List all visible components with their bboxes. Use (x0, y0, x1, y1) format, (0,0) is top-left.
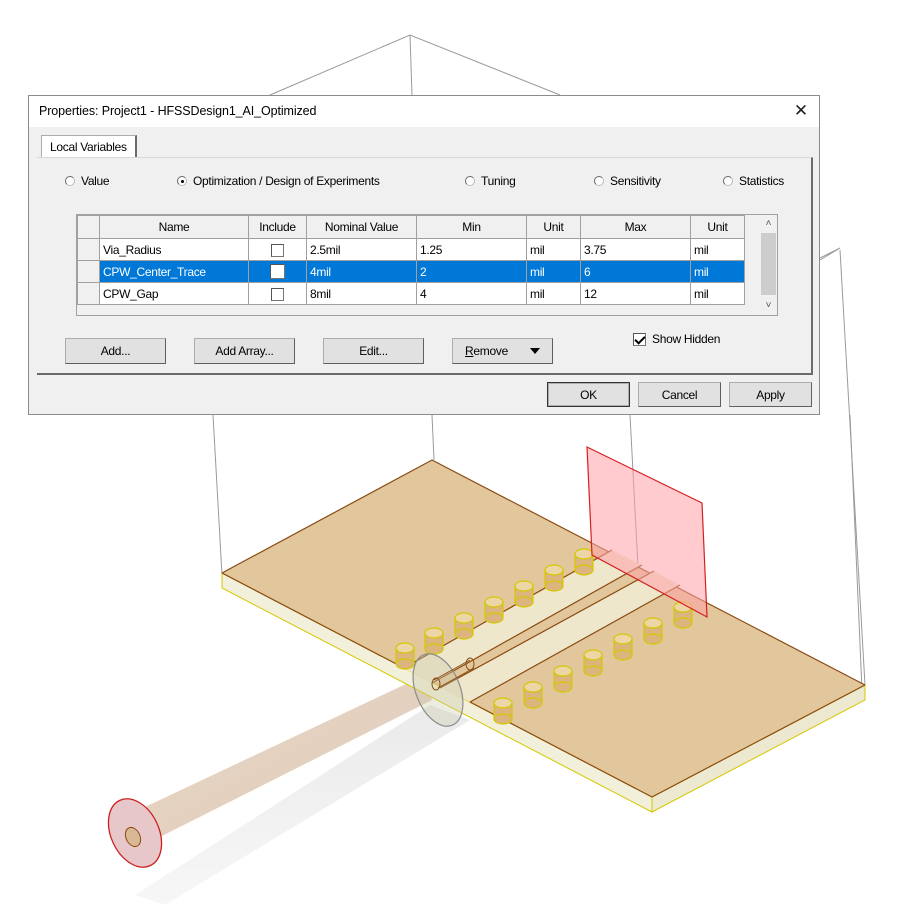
close-icon[interactable]: ✕ (793, 101, 809, 120)
row-header[interactable] (77, 260, 100, 283)
cell-include[interactable] (248, 238, 307, 261)
add-array-button[interactable]: Add Array... (194, 338, 295, 364)
cell-min-unit[interactable]: mil (526, 238, 581, 261)
tab-panel (37, 157, 813, 375)
column-header-min-unit[interactable]: Unit (526, 215, 581, 239)
dropdown-arrow-icon (529, 348, 540, 354)
remove-label: Remove (465, 344, 508, 358)
cell-include[interactable] (248, 282, 307, 305)
column-header-min[interactable]: Min (416, 215, 527, 239)
cell-max[interactable]: 12 (580, 282, 691, 305)
cell-min[interactable]: 1.25 (416, 238, 527, 261)
table-row[interactable]: Via_Radius 2.5mil 1.25 mil 3.75 mil (77, 238, 745, 261)
include-checkbox[interactable] (271, 287, 284, 301)
add-button[interactable]: Add... (65, 338, 166, 364)
cell-max-unit[interactable]: mil (690, 260, 745, 283)
radio-icon (465, 176, 475, 186)
column-header-name[interactable]: Name (99, 215, 249, 239)
scroll-up-icon[interactable]: ˄ (765, 218, 772, 229)
table-row[interactable]: CPW_Gap 8mil 4 mil 12 mil (77, 282, 745, 305)
include-checkbox[interactable] (271, 243, 284, 257)
column-header-include[interactable]: Include (248, 215, 307, 239)
tab-local-variables[interactable]: Local Variables (41, 135, 137, 157)
radio-label: Statistics (739, 174, 785, 188)
radio-icon (594, 176, 604, 186)
checkbox-checked-icon[interactable] (633, 332, 646, 346)
cell-min-unit[interactable]: mil (526, 282, 581, 305)
remove-dropdown-button[interactable]: Remove (452, 338, 553, 364)
cell-include[interactable] (248, 260, 307, 283)
cell-min-unit[interactable]: mil (526, 260, 581, 283)
apply-button[interactable]: Apply (729, 382, 812, 407)
row-header[interactable] (77, 282, 100, 305)
include-checkbox[interactable] (270, 264, 285, 280)
cell-max-unit[interactable]: mil (690, 238, 745, 261)
coax-launch (412, 653, 475, 727)
via-fence (395, 548, 693, 725)
cell-nominal[interactable]: 2.5mil (306, 238, 417, 261)
radio-sensitivity[interactable]: Sensitivity (594, 174, 661, 188)
column-header-max[interactable]: Max (580, 215, 691, 239)
radio-icon (65, 176, 75, 186)
radio-label: Sensitivity (610, 174, 661, 188)
radio-tuning[interactable]: Tuning (465, 174, 516, 188)
cell-min[interactable]: 2 (416, 260, 527, 283)
cell-name[interactable]: Via_Radius (99, 238, 249, 261)
scrollbar-thumb[interactable] (761, 233, 776, 295)
radio-statistics[interactable]: Statistics (723, 174, 784, 188)
properties-dialog: Properties: Project1 - HFSSDesign1_AI_Op… (28, 95, 820, 415)
cell-max[interactable]: 6 (580, 260, 691, 283)
cell-max[interactable]: 3.75 (580, 238, 691, 261)
table-row-selected[interactable]: CPW_Center_Trace 4mil 2 mil 6 mil (77, 260, 745, 283)
variables-table: Name Include Nominal Value Min Unit Max … (77, 215, 745, 305)
radio-value[interactable]: Value (65, 174, 110, 188)
coax-feed (107, 675, 470, 905)
radio-icon (723, 176, 733, 186)
radio-label: Value (81, 174, 110, 188)
wave-port (586, 446, 708, 619)
substrate (221, 459, 866, 813)
radio-label: Tuning (481, 174, 516, 188)
variables-grid: Name Include Nominal Value Min Unit Max … (76, 214, 778, 316)
cancel-button[interactable]: Cancel (638, 382, 721, 407)
row-header[interactable] (77, 238, 100, 261)
radio-selected-icon (177, 176, 187, 186)
cell-min[interactable]: 4 (416, 282, 527, 305)
column-header-nominal[interactable]: Nominal Value (306, 215, 417, 239)
dialog-title: Properties: Project1 - HFSSDesign1_AI_Op… (39, 104, 317, 118)
cell-nominal[interactable]: 4mil (306, 260, 417, 283)
edit-button[interactable]: Edit... (323, 338, 424, 364)
vertical-scrollbar[interactable]: ˄ ˅ (760, 215, 777, 315)
row-header-corner (77, 215, 100, 239)
column-header-max-unit[interactable]: Unit (690, 215, 745, 239)
dialog-titlebar[interactable]: Properties: Project1 - HFSSDesign1_AI_Op… (29, 96, 819, 127)
cell-max-unit[interactable]: mil (690, 282, 745, 305)
scroll-down-icon[interactable]: ˅ (765, 300, 772, 311)
cell-name[interactable]: CPW_Center_Trace (99, 260, 249, 283)
show-hidden-label: Show Hidden (652, 332, 721, 346)
cell-name[interactable]: CPW_Gap (99, 282, 249, 305)
radio-label: Optimization / Design of Experiments (193, 174, 380, 188)
cell-nominal[interactable]: 8mil (306, 282, 417, 305)
ok-button[interactable]: OK (547, 382, 630, 407)
show-hidden-checkbox[interactable]: Show Hidden (633, 332, 720, 346)
table-header-row: Name Include Nominal Value Min Unit Max … (77, 215, 745, 239)
radio-optimization-doe[interactable]: Optimization / Design of Experiments (177, 174, 380, 188)
